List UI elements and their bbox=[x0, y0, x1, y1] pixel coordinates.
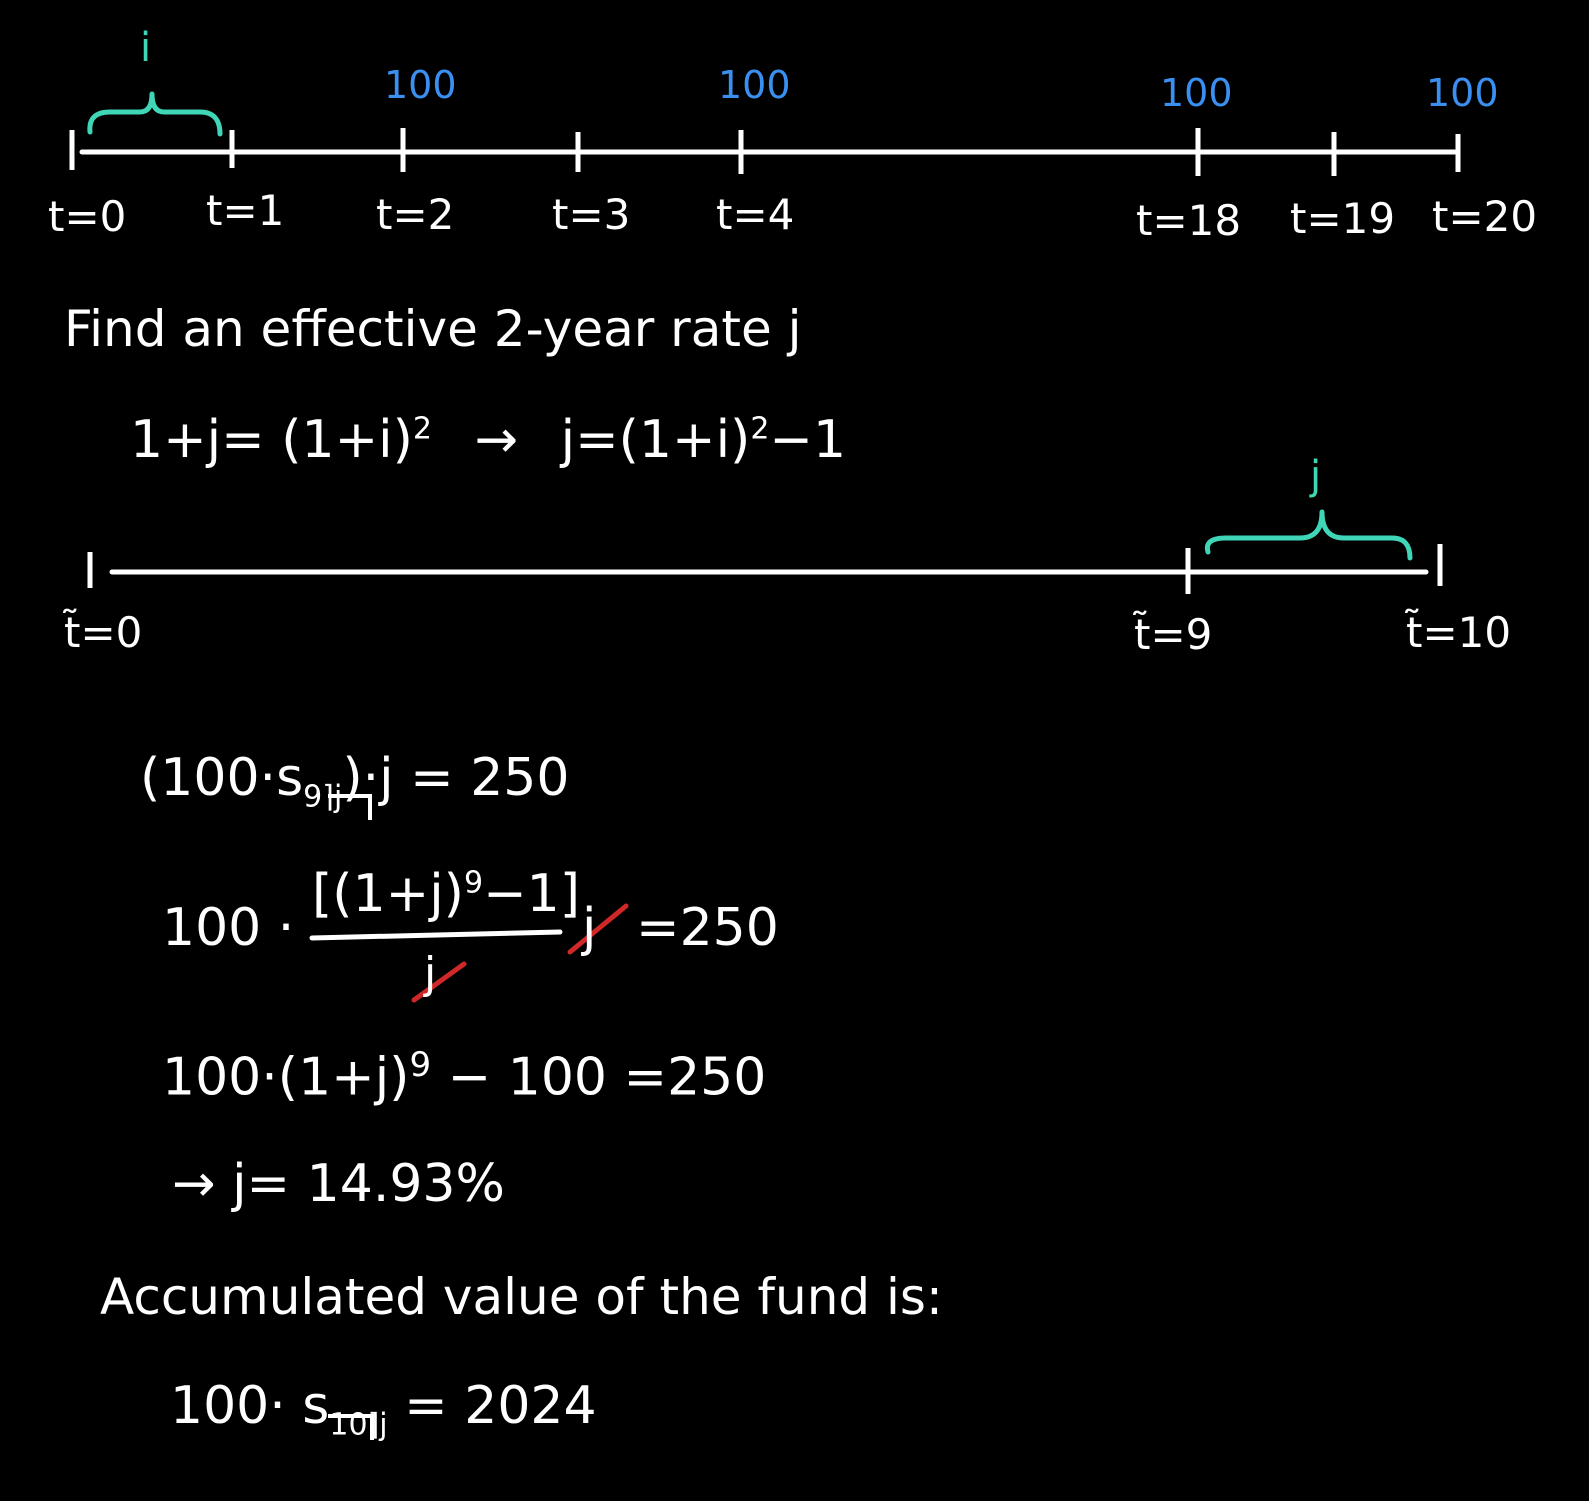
payment-t4: 100 bbox=[718, 63, 791, 107]
conclusion-statement: Accumulated value of the fund is: bbox=[100, 1268, 943, 1326]
arrow-icon: → bbox=[474, 410, 519, 470]
final-pre: 100· s bbox=[170, 1376, 330, 1436]
eq2-num-exponent: 9 bbox=[463, 865, 484, 901]
tick-label-t20: t=20 bbox=[1432, 192, 1538, 241]
tick-label-tt10: t̃=10 bbox=[1406, 608, 1512, 657]
tick-label-t18: t=18 bbox=[1136, 196, 1242, 245]
tick-label-t2: t=2 bbox=[376, 190, 455, 239]
eq2-fraction-bar bbox=[309, 929, 563, 941]
rate-eq-rhs-post: −1 bbox=[769, 410, 847, 470]
rate-label-i: i bbox=[140, 25, 152, 71]
problem-statement: Find an effective 2-year rate j bbox=[64, 300, 802, 358]
rate-eq-rhs-exponent: 2 bbox=[750, 411, 770, 447]
eq2-num-post: −1] bbox=[483, 864, 581, 924]
rate-eq-lhs-exponent: 2 bbox=[412, 411, 432, 447]
rate-equation: 1+j= (1+i)2 → j=(1+i)2−1 bbox=[130, 414, 846, 466]
eq1-post: )·j = 250 bbox=[342, 748, 570, 808]
tick-label-t4: t=4 bbox=[716, 190, 795, 239]
cancel-strike-numerator bbox=[567, 903, 629, 955]
final-post: = 2024 bbox=[387, 1376, 597, 1436]
eq2-coefficient: 100 · bbox=[162, 898, 295, 958]
tick-label-t19: t=19 bbox=[1290, 194, 1396, 243]
equation-4-result: → j= 14.93% bbox=[172, 1154, 505, 1214]
eq2-rhs: =250 bbox=[636, 898, 779, 958]
tick-label-tt9: t̃=9 bbox=[1134, 610, 1213, 659]
tick-label-t3: t=3 bbox=[552, 190, 631, 239]
cancel-strike-denominator bbox=[411, 961, 467, 1003]
final-equation: 100· s10⌉j = 2024 bbox=[170, 1380, 597, 1440]
eq1-annuity-angle bbox=[328, 794, 372, 820]
brace-i bbox=[87, 91, 223, 137]
equation-1: (100·s9⌉j)·j = 250 bbox=[140, 752, 569, 812]
payment-t2: 100 bbox=[384, 63, 457, 107]
eq2-num: [(1+j) bbox=[312, 864, 464, 924]
final-annuity-angle bbox=[328, 1414, 374, 1440]
rate-eq-rhs: j=(1+i) bbox=[560, 410, 751, 470]
final-annuity-subscript: 10⌉j bbox=[329, 1407, 388, 1443]
eq1-pre: (100·s bbox=[140, 748, 304, 808]
eq2-cancelled-j: j bbox=[582, 898, 597, 958]
payment-t18: 100 bbox=[1160, 71, 1233, 115]
rate-label-j: j bbox=[1310, 453, 1322, 499]
tick-label-tt0: t̃=0 bbox=[64, 608, 143, 657]
tick-label-t0: t=0 bbox=[48, 192, 127, 241]
eq2-numerator: [(1+j)9−1] bbox=[312, 868, 580, 920]
brace-j bbox=[1204, 509, 1413, 561]
rate-eq-lhs: 1+j= (1+i) bbox=[130, 410, 413, 470]
tick-label-t1: t=1 bbox=[206, 186, 285, 235]
eq3-post: − 100 =250 bbox=[431, 1047, 767, 1108]
eq3-exponent: 9 bbox=[409, 1045, 432, 1085]
eq3-pre: 100·(1+j) bbox=[162, 1047, 410, 1108]
eq2-denominator: j bbox=[424, 948, 437, 999]
eq1-annuity-subscript: 9⌉j bbox=[303, 779, 343, 815]
payment-t20: 100 bbox=[1426, 71, 1499, 115]
equation-3: 100·(1+j)9 − 100 =250 bbox=[162, 1048, 766, 1103]
